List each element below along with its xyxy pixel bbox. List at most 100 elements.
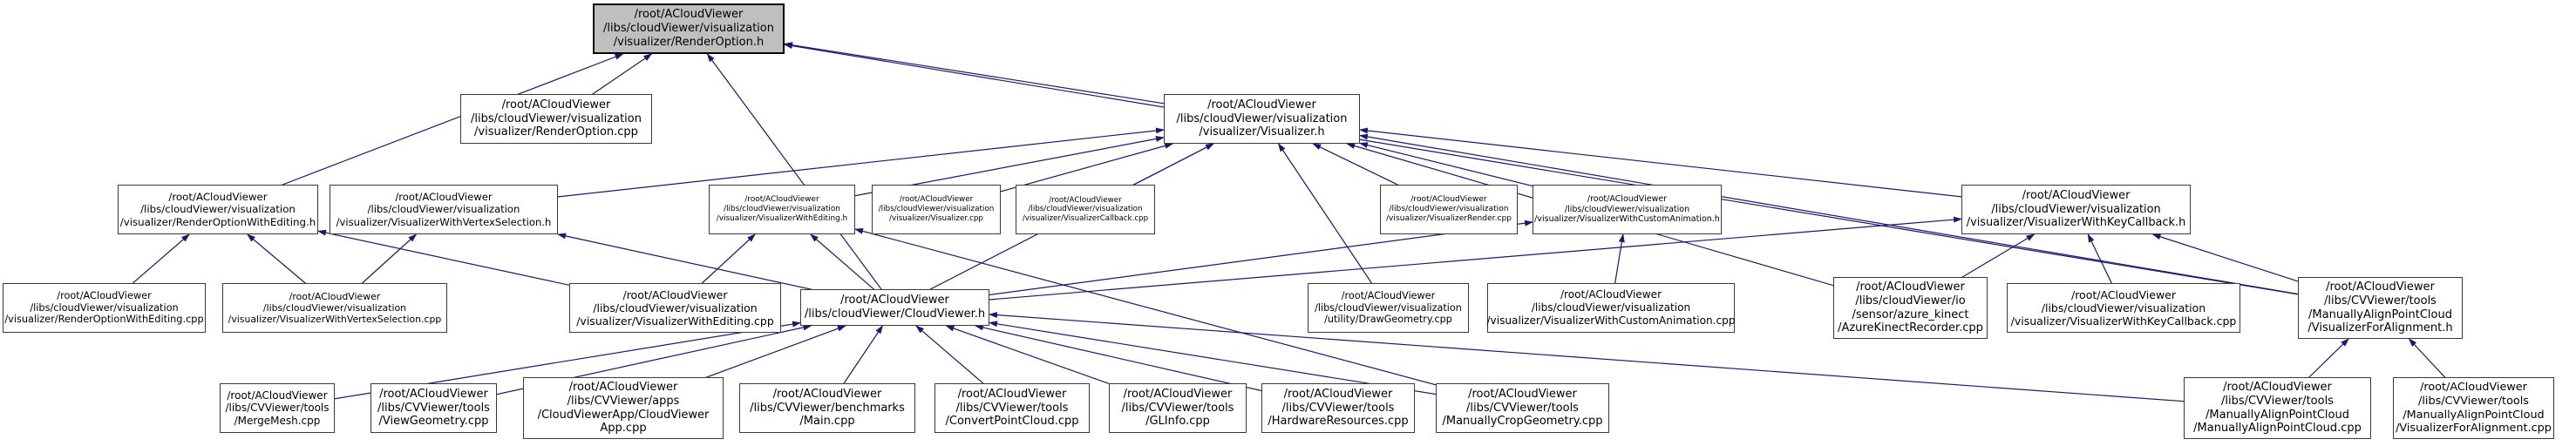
node-label-line: /ManuallyAlignPointCloud [2403, 408, 2545, 422]
include-edge-cloudviewer-h-to-renderoption-h [706, 53, 895, 308]
graph-node-renderoptionwithediting-h[interactable]: /root/ACloudViewer/libs/cloudViewer/visu… [118, 185, 318, 234]
node-label-line: /root/ACloudViewer [227, 389, 328, 402]
node-label-line: /visualizer/RenderOptionWithEditing.cpp [4, 314, 204, 326]
node-label-line: /libs/CVViewer/tools [2221, 394, 2334, 408]
include-edge-manuallyalignpointcloud-cpp-to-cloudviewer-h [989, 312, 2278, 409]
node-label-line: /root/ACloudViewer [168, 190, 268, 203]
node-label-line: /Main.cpp [799, 415, 855, 429]
node-label-line: /libs/cloudViewer/visualization [262, 301, 407, 314]
graph-node-azurekinectrecorder-cpp[interactable]: /root/ACloudViewer/libs/cloudViewer/io/s… [1833, 277, 1988, 339]
node-label-line: /libs/cloudViewer/visualization [1564, 204, 1690, 214]
graph-node-manuallyalignpointcloud-cpp[interactable]: /root/ACloudViewer/libs/CVViewer/tools/M… [2184, 377, 2371, 439]
node-label-line: /root/ACloudViewer [1123, 387, 1233, 401]
graph-node-glinfo-cpp[interactable]: /root/ACloudViewer/libs/CVViewer/tools/G… [1109, 383, 1247, 433]
node-label-line: /libs/cloudViewer/visualization [1028, 205, 1143, 214]
node-label-line: /root/ACloudViewer [395, 191, 493, 204]
node-label-line: /libs/cloudViewer/visualization [1176, 112, 1348, 125]
graph-node-manuallycropgeometry-cpp[interactable]: /root/ACloudViewer/libs/CVViewer/tools/M… [1436, 383, 1609, 433]
include-edge-visualizerforalignment-h-to-visualizer-h [1359, 133, 2381, 309]
node-label-line: /root/ACloudViewer [899, 195, 974, 205]
include-edge-visualizerwithvertexselection-h-to-visualizer-h [443, 127, 1165, 211]
node-label-line: /visualizer/VisualizerWithKeyCallback.cp… [2010, 314, 2237, 328]
node-label-line: /ManuallyCropGeometry.cpp [1442, 415, 1603, 429]
node-label-line: /libs/CVViewer/benchmarks [750, 401, 905, 415]
node-label-line: /visualizer/VisualizerWithKeyCallback.h [1966, 216, 2186, 230]
node-label-line: /root/ACloudViewer [1468, 387, 1577, 401]
node-label-line: /libs/cloudViewer/visualization [140, 203, 296, 216]
graph-node-viewgeometry-cpp[interactable]: /root/ACloudViewer/libs/CVViewer/tools/V… [370, 383, 497, 433]
node-label-line: /libs/CVViewer/tools [2324, 294, 2437, 307]
graph-node-visualizercallback-cpp[interactable]: /root/ACloudViewer/libs/cloudViewer/visu… [1016, 185, 1155, 234]
graph-node-benchmarks-main-cpp[interactable]: /root/ACloudViewer/libs/CVViewer/benchma… [739, 383, 915, 433]
node-label-line: /CloudViewerApp/CloudViewer [537, 408, 710, 422]
graph-node-visualizerwithediting-h[interactable]: /root/ACloudViewer/libs/cloudViewer/visu… [709, 185, 855, 234]
include-edge-visualizerwithkeycallback-h-to-visualizer-h [1359, 127, 2076, 211]
graph-node-visualizerforalignment-cpp[interactable]: /root/ACloudViewer/libs/CVViewer/tools/M… [2393, 377, 2554, 439]
graph-node-mergemesh-cpp[interactable]: /root/ACloudViewer/libs/CVViewer/tools/M… [220, 383, 335, 433]
graph-node-cloudviewer-h[interactable]: /root/ACloudViewer/libs/cloudViewer/Clou… [800, 289, 989, 326]
graph-node-renderoptionwithediting-cpp[interactable]: /root/ACloudViewer/libs/cloudViewer/visu… [3, 283, 206, 333]
node-label-line: /root/ACloudViewer [1587, 194, 1668, 205]
node-label-line: /visualizer/RenderOption.h [613, 35, 765, 49]
node-label-line: /libs/cloudViewer/visualization [1991, 202, 2161, 216]
graph-node-renderoption-cpp[interactable]: /root/ACloudViewer/libs/cloudViewer/visu… [460, 94, 652, 144]
node-label-line: /visualizer/VisualizerWithCustomAnimatio… [1486, 314, 1736, 327]
node-label-line: /visualizer/VisualizerWithEditing.h [716, 213, 848, 223]
graph-node-visualizer-h[interactable]: /root/ACloudViewer/libs/cloudViewer/visu… [1164, 94, 1360, 144]
node-label-line: /visualizer/VisualizerCallback.cpp [1022, 213, 1149, 223]
node-label-line: /libs/cloudViewer/visualization [1315, 301, 1462, 314]
include-edge-manuallycropgeometry-cpp-to-visualizerwithediting-h [854, 227, 1523, 409]
node-label-line: /visualizer/VisualizerRender.cpp [1385, 214, 1512, 224]
graph-node-cloudviewerapp-cpp[interactable]: /root/ACloudViewer/libs/CVViewer/apps/Cl… [523, 377, 724, 439]
node-label-line: /libs/cloudViewer/visualization [471, 112, 642, 125]
node-label-line: /libs/cloudViewer/visualization [30, 301, 179, 314]
node-label-line: /visualizer/Visualizer.h [1199, 125, 1325, 139]
include-edge-renderoptionwithediting-h-to-renderoption-h [217, 53, 624, 211]
graph-node-visualizerwithkeycallback-cpp[interactable]: /root/ACloudViewer/libs/cloudViewer/visu… [2007, 283, 2240, 333]
node-label-line: /visualizer/VisualizerWithVertexSelectio… [228, 314, 442, 326]
graph-node-hardwareresources-cpp[interactable]: /root/ACloudViewer/libs/CVViewer/tools/H… [1261, 383, 1415, 433]
graph-node-visualizer-cpp[interactable]: /root/ACloudViewer/libs/cloudViewer/visu… [872, 185, 1001, 234]
graph-node-visualizerwithediting-cpp[interactable]: /root/ACloudViewer/libs/cloudViewer/visu… [569, 283, 781, 333]
graph-node-drawgeometry-cpp[interactable]: /root/ACloudViewer/libs/cloudViewer/visu… [1308, 283, 1469, 333]
graph-node-convertpointcloud-cpp[interactable]: /root/ACloudViewer/libs/CVViewer/tools/C… [935, 383, 1090, 433]
graph-node-visualizerwithkeycallback-h[interactable]: /root/ACloudViewer/libs/cloudViewer/visu… [1961, 185, 2191, 234]
node-label-line: /root/ACloudViewer [289, 290, 381, 302]
node-label-line: /root/ACloudViewer [501, 98, 611, 112]
node-label-line: /ConvertPointCloud.cpp [945, 415, 1079, 429]
node-label-line: /root/ACloudViewer [1410, 194, 1487, 204]
node-label-line: /HardwareResources.cpp [1268, 415, 1409, 429]
graph-node-visualizerwithvertexselection-cpp[interactable]: /root/ACloudViewer/libs/cloudViewer/visu… [222, 283, 447, 333]
node-label-line: /visualizer/RenderOptionWithEditing.h [119, 215, 316, 228]
node-label-line: /libs/CVViewer/tools [2418, 394, 2529, 408]
node-label-line: /libs/CVViewer/tools [1281, 401, 1395, 415]
node-label-line: /VisualizerForAlignment.h [2308, 321, 2453, 335]
graph-node-visualizerforalignment-h[interactable]: /root/ACloudViewer/libs/CVViewer/tools/M… [2298, 277, 2463, 339]
node-label-line: /root/ACloudViewer [1341, 290, 1436, 302]
graph-node-visualizerwithvertexselection-h[interactable]: /root/ACloudViewer/libs/cloudViewer/visu… [330, 185, 558, 234]
include-edge-cloudviewer-h-to-visualizerwithkeycallback-h [894, 216, 1962, 308]
graph-node-visualizerrender-cpp[interactable]: /root/ACloudViewer/libs/cloudViewer/visu… [1380, 185, 1518, 234]
node-label-line: /root/ACloudViewer [2420, 381, 2527, 395]
node-label-line: /sensor/azure_kinect [1852, 307, 1969, 321]
node-label-line: App.cpp [600, 422, 647, 436]
node-label-line: /root/ACloudViewer [2022, 188, 2131, 202]
node-label-line: /root/ACloudViewer [568, 380, 678, 394]
node-label-line: /libs/cloudViewer/visualization [1389, 204, 1509, 213]
node-label-line: /root/ACloudViewer [379, 387, 488, 401]
node-label-line: /root/ACloudViewer [622, 287, 728, 301]
graph-node-visualizerwithcustomanimation-cpp[interactable]: /root/ACloudViewer/libs/cloudViewer/visu… [1486, 283, 1736, 333]
node-label-line: /libs/cloudViewer/visualization [1531, 301, 1691, 314]
graph-node-visualizerwithcustomanimation-h[interactable]: /root/ACloudViewer/libs/cloudViewer/visu… [1533, 185, 1722, 234]
node-label-line: /libs/CVViewer/tools [955, 401, 1069, 415]
node-label-line: /visualizer/VisualizerWithCustomAnimatio… [1534, 214, 1720, 225]
node-label-line: /libs/CVViewer/tools [377, 401, 490, 415]
node-label-line: /ManuallyAlignPointCloud.cpp [2193, 422, 2362, 436]
node-label-line: /ManuallyAlignPointCloud [2206, 408, 2349, 422]
node-label-line: /visualizer/VisualizerWithEditing.cpp [576, 314, 774, 328]
node-label-line: /GLInfo.cpp [1145, 415, 1210, 429]
node-label-line: /root/ACloudViewer [2326, 280, 2435, 294]
node-label-line: /libs/cloudViewer/io [1855, 294, 1966, 307]
node-label-line: /root/ACloudViewer [634, 8, 744, 22]
node-label-line: /visualizer/VisualizerWithVertexSelectio… [336, 215, 552, 228]
